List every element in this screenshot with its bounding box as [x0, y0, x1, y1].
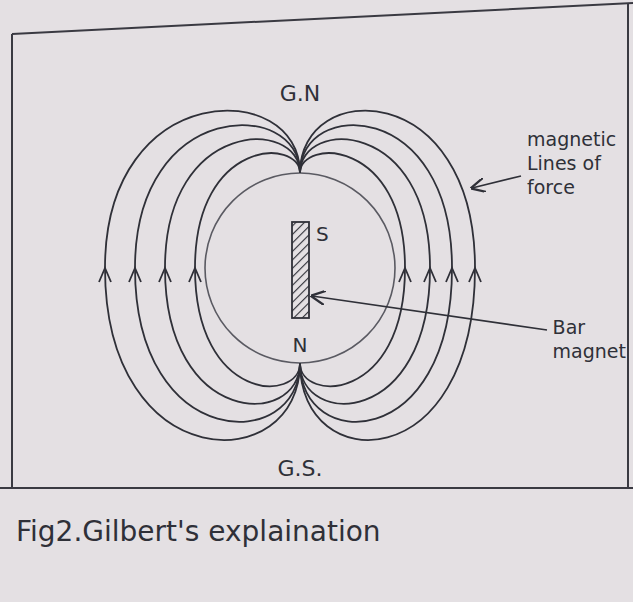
field-line — [300, 153, 405, 386]
arrow-head — [424, 268, 436, 282]
pole-label: G.S. — [278, 456, 323, 481]
field-line — [300, 139, 430, 403]
arrow-head — [129, 268, 141, 282]
leader-line — [472, 176, 521, 188]
bar-magnet — [292, 222, 309, 318]
pole-label: G.N — [280, 81, 321, 106]
magnet-pole-label: S — [316, 222, 340, 247]
field-lines — [105, 111, 475, 440]
page-frame — [0, 3, 633, 488]
arrow-head — [159, 268, 171, 282]
field-line — [165, 139, 300, 403]
field-line — [195, 153, 300, 386]
frame-line — [627, 3, 629, 488]
annotation-label: magnetic Lines of force — [527, 128, 619, 199]
magnet-pole-label: S — [316, 222, 329, 246]
figure-caption: Fig2.Gilbert's explaination — [16, 514, 616, 549]
pole-label: G.S. — [260, 455, 340, 483]
magnet-pole-label: N — [293, 333, 308, 357]
frame-line — [11, 34, 13, 488]
arrow-head — [469, 268, 481, 282]
frame-line — [12, 3, 633, 34]
field-line — [300, 111, 475, 440]
annotation-label: Bar magnet — [553, 316, 625, 364]
magnet-pole-label: N — [285, 333, 315, 358]
figure-caption: Fig2.Gilbert's explaination — [16, 515, 381, 548]
pole-label: G.N — [260, 80, 340, 108]
field-line — [135, 125, 300, 422]
frame-line — [0, 487, 633, 489]
arrow-head — [446, 268, 458, 282]
leader-line — [312, 296, 547, 330]
direction-arrows — [99, 268, 481, 282]
earth-circle — [205, 173, 395, 363]
arrow-head — [99, 268, 111, 282]
arrow-head — [399, 268, 411, 282]
arrow-head — [189, 268, 201, 282]
annotation-label: Bar magnet — [553, 316, 626, 362]
annotation-label: magnetic Lines of force — [527, 128, 616, 198]
field-line — [105, 111, 300, 440]
field-line — [300, 125, 452, 422]
